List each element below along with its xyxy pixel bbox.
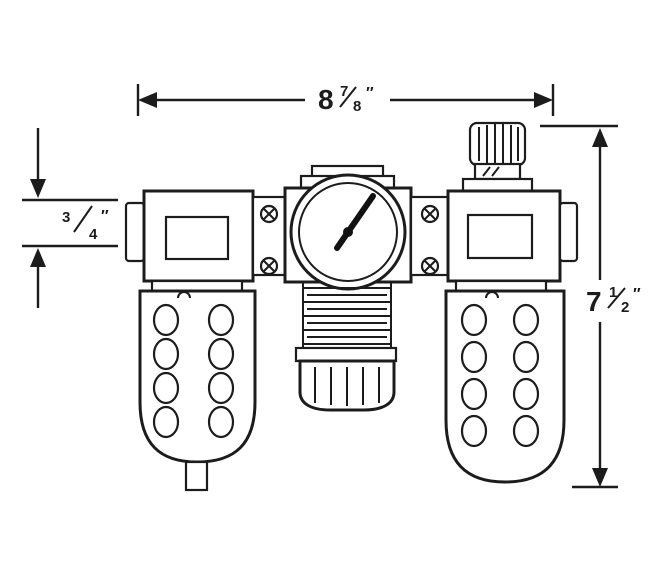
width-unit: ″ [366,85,374,102]
port-numerator: 3 [62,209,70,226]
width-whole: 8 [318,84,334,115]
height-numerator: 1 [609,284,617,301]
lubricator-unit [444,121,579,484]
height-unit: ″ [633,286,641,303]
right-connector [409,195,450,277]
height-denominator: 2 [621,299,629,316]
left-connector [251,195,287,277]
arrow-down-icon [30,179,46,198]
threaded-stem [302,282,392,348]
width-dimension: 8 7 8 ″ [136,83,555,116]
regulator-unit [283,164,413,412]
adjustment-knob [294,346,398,412]
height-whole: 7 [586,286,602,317]
filter-bowl-holes [152,303,235,439]
lubricator-bowl-holes [460,303,540,448]
height-dimension: 7 1 2 ″ [540,124,641,489]
fraction-slash [607,287,626,309]
port-dimension: 3 4 ″ [22,128,118,308]
gauge-dial-ring [298,182,398,282]
port-denominator: 4 [89,226,98,243]
lubricator-head-window [466,213,534,260]
arrow-up-icon [592,128,608,147]
knob-collar [473,162,522,181]
bowl-clip [177,291,191,299]
arrow-up-icon [30,248,46,267]
fill-cap-knob [461,121,534,194]
width-denominator: 8 [353,98,361,115]
port-unit: ″ [101,208,109,225]
filter-unit [124,189,257,492]
fraction-slash [339,86,357,108]
fraction-slash [73,205,93,233]
inlet-port [124,201,146,263]
arrow-right-icon [534,92,553,108]
outlet-port [558,201,579,263]
filter-head-window [164,215,230,261]
width-numerator: 7 [340,83,348,100]
collar-hatch [482,166,491,177]
gauge-needle [334,193,376,251]
collar-hatch [491,166,500,177]
knob-flange [294,346,398,363]
bowl-clip [485,291,499,299]
drain-stem [184,460,209,492]
gauge-needle-hub [343,227,353,237]
arrow-down-icon [592,468,608,487]
arrow-left-icon [138,92,157,108]
